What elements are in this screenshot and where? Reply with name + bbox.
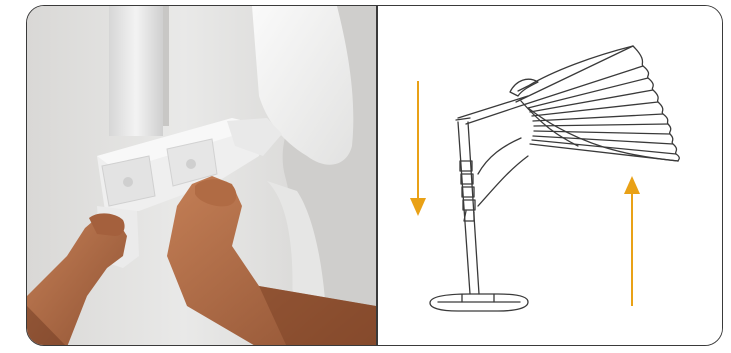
illustration-frame bbox=[26, 5, 723, 346]
photo-panel bbox=[27, 6, 376, 345]
diagram-panel bbox=[378, 6, 722, 345]
umbrella-tilt-diagram bbox=[378, 6, 722, 346]
arrow-down-icon bbox=[410, 81, 426, 216]
arrow-up-icon bbox=[624, 176, 640, 306]
umbrella-hinge-photo bbox=[27, 6, 376, 345]
